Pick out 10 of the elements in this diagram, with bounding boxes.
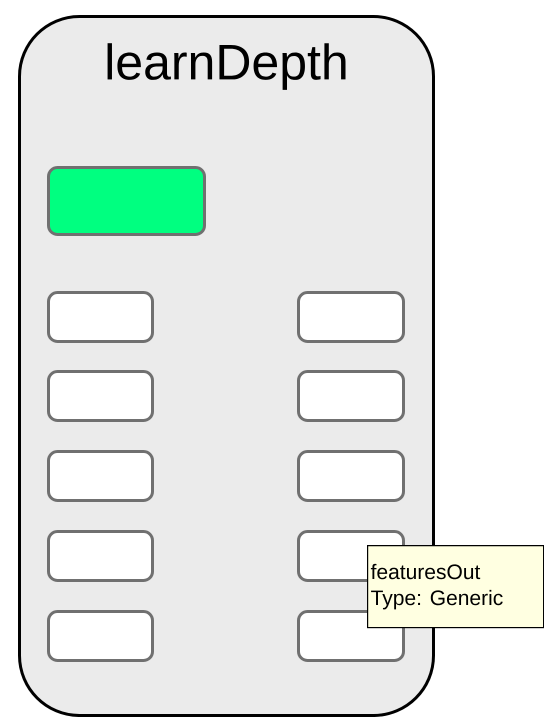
port-box [297, 291, 405, 343]
port-box [297, 450, 405, 502]
port-box [47, 291, 154, 343]
port-box [47, 370, 154, 422]
port-box [47, 530, 154, 582]
port-box [47, 450, 154, 502]
port-box [297, 370, 405, 422]
tooltip: featuresOut Type: Generic [367, 545, 544, 628]
status-indicator [47, 166, 206, 236]
port-box [47, 610, 154, 662]
